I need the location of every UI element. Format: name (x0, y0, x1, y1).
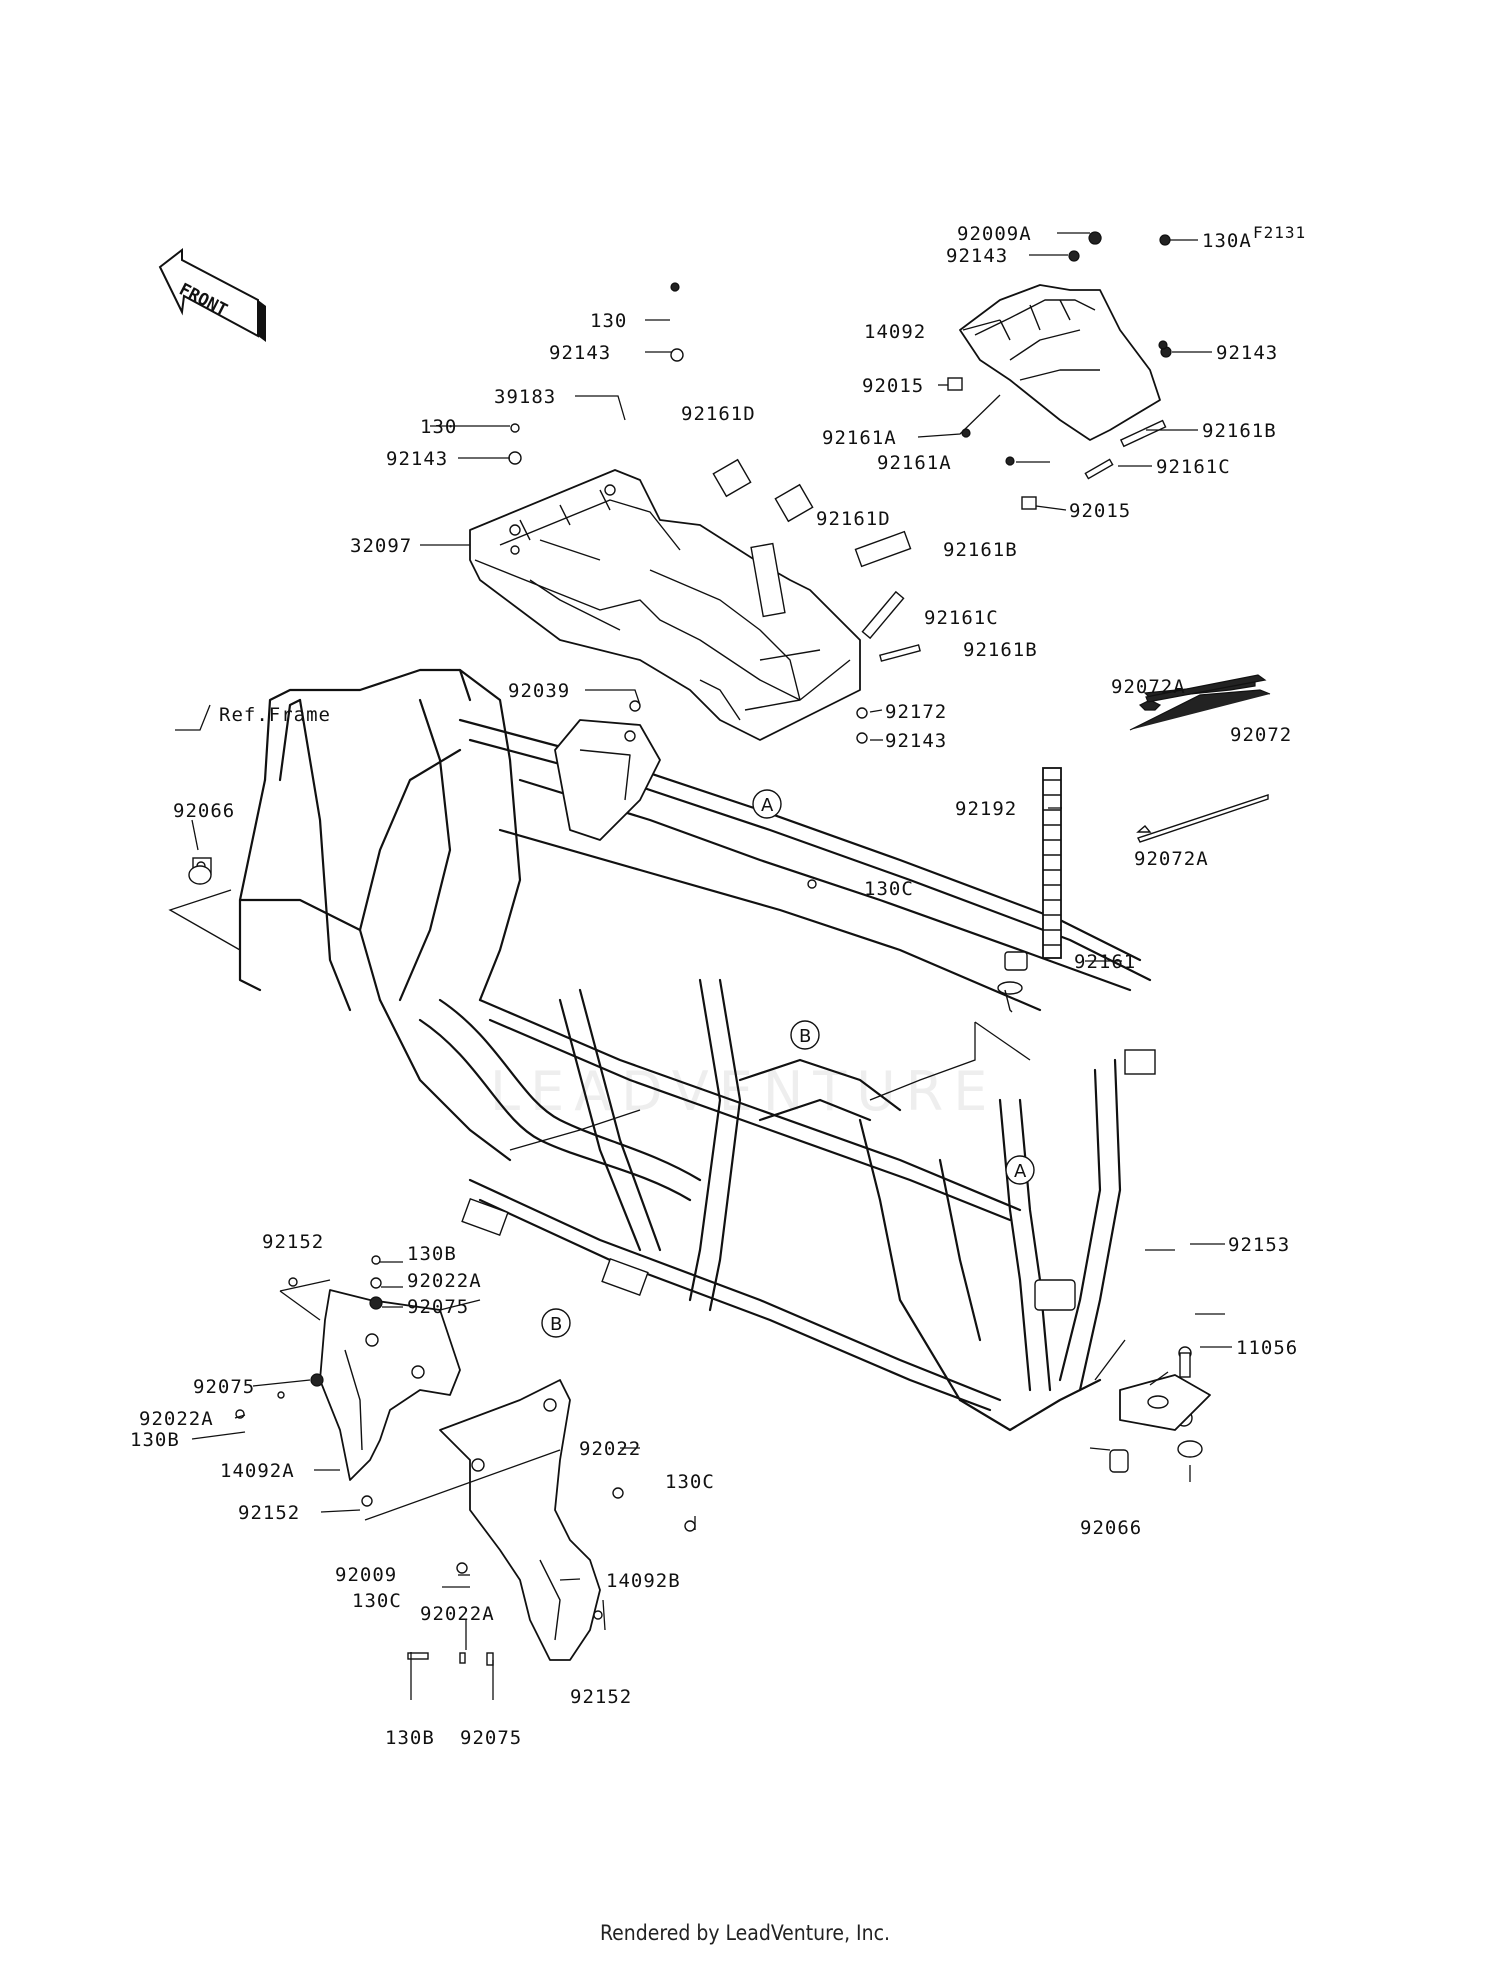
part-92072: 92072 (1230, 724, 1292, 746)
decal-pads (712, 419, 1167, 662)
part-92161A: 92161A (822, 427, 897, 449)
part-92015: 92015 (862, 375, 924, 397)
part-labels: 92009A 92143 14092 130A 92143 92015 9216… (130, 223, 1298, 1749)
part-92161B: 92161B (943, 539, 1018, 561)
part-92192: 92192 (955, 798, 1017, 820)
part-92022A: 92022A (420, 1603, 495, 1625)
callout-b-lower: B (541, 1308, 571, 1338)
part-14092B: 14092B (606, 1570, 681, 1592)
part-14092A: 14092A (220, 1460, 295, 1482)
part-92161B: 92161B (1202, 420, 1277, 442)
leader-lines (168, 232, 1232, 1700)
svg-text:A: A (1014, 1161, 1027, 1182)
part-92066: 92066 (173, 800, 235, 822)
part-32097: 32097 (350, 535, 412, 557)
svg-text:A: A (761, 795, 774, 816)
part-130A: 130A (1202, 230, 1252, 252)
part-92075: 92075 (193, 1376, 255, 1398)
part-130B: 130B (407, 1243, 457, 1265)
part-39183: 39183 (494, 386, 556, 408)
watermark: LEADVENTURE (490, 1060, 997, 1123)
part-92143: 92143 (1216, 342, 1278, 364)
part-92152: 92152 (238, 1502, 300, 1524)
part-92161C: 92161C (1156, 456, 1231, 478)
part-130: 130 (590, 310, 627, 332)
part-11056: 11056 (1236, 1337, 1298, 1359)
part-92153: 92153 (1228, 1234, 1290, 1256)
front-cover-14092 (959, 284, 1161, 441)
part-130B: 130B (130, 1429, 180, 1451)
part-92022A: 92022A (407, 1270, 482, 1292)
part-92075: 92075 (460, 1727, 522, 1749)
ref-frame-label: Ref.Frame (219, 704, 331, 726)
part-92072A: 92072A (1111, 676, 1186, 698)
part-92161D: 92161D (681, 403, 756, 425)
part-130B: 130B (385, 1727, 435, 1749)
part-92161A: 92161A (877, 452, 952, 474)
part-92161D: 92161D (816, 508, 891, 530)
part-92039: 92039 (508, 680, 570, 702)
diagram-code: F2131 (1253, 223, 1306, 242)
part-130C: 130C (352, 1590, 402, 1612)
part-92022: 92022 (579, 1438, 641, 1460)
part-92075: 92075 (407, 1296, 469, 1318)
part-92143: 92143 (549, 342, 611, 364)
part-130C: 130C (665, 1471, 715, 1493)
part-92143: 92143 (946, 245, 1008, 267)
part-92015: 92015 (1069, 500, 1131, 522)
part-92152: 92152 (262, 1231, 324, 1253)
callout-a-rear: A (1005, 1155, 1035, 1185)
part-92161B: 92161B (963, 639, 1038, 661)
part-92143: 92143 (885, 730, 947, 752)
part-92161C: 92161C (924, 607, 999, 629)
part-130C: 130C (864, 878, 914, 900)
svg-text:B: B (799, 1026, 811, 1047)
callout-a-top: A (752, 789, 782, 819)
side-cover-14092A (319, 1289, 461, 1481)
footer-credit: Rendered by LeadVenture, Inc. (600, 1921, 890, 1945)
part-130: 130 (420, 416, 457, 438)
part-92066: 92066 (1080, 1517, 1142, 1539)
hardware (188, 674, 1271, 1473)
part-92022A: 92022A (139, 1408, 214, 1430)
main-frame (238, 668, 1156, 1432)
hardware-dots (235, 231, 1172, 1666)
part-92009A: 92009A (957, 223, 1032, 245)
part-92072A: 92072A (1134, 848, 1209, 870)
part-92172: 92172 (885, 701, 947, 723)
front-arrow-icon: FRONT (158, 247, 266, 342)
part-92009: 92009 (335, 1564, 397, 1586)
part-92161: 92161 (1074, 951, 1136, 973)
part-14092: 14092 (864, 321, 926, 343)
rear-tray-32097 (469, 469, 861, 741)
svg-text:B: B (550, 1314, 562, 1335)
callout-b-mid: B (790, 1020, 820, 1050)
part-92152: 92152 (570, 1686, 632, 1708)
part-92143: 92143 (386, 448, 448, 470)
